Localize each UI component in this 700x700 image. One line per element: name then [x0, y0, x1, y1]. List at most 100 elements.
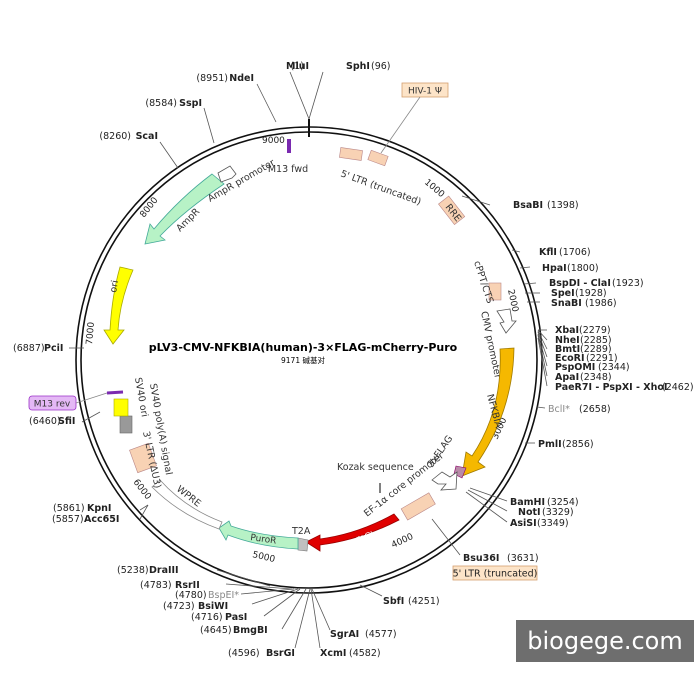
- m13-fwd-marker: [287, 139, 291, 153]
- site-nhei-pos: (2285): [580, 335, 612, 346]
- site-bmti-name: BmtI: [555, 344, 580, 355]
- site-bamhi-pos: (3254): [547, 497, 579, 508]
- tick-5000: 5000: [251, 550, 276, 565]
- site-kpni-name: KpnI: [87, 503, 111, 514]
- site-bcli-name: BclI*: [548, 404, 570, 415]
- nfkbia-arrow: [461, 347, 515, 477]
- sv40ori-box: [113, 398, 129, 417]
- site-mlui-name: MluI: [286, 61, 309, 72]
- ltr5-callout: [452, 565, 538, 581]
- site-hpai-name: HpaI: [542, 263, 567, 274]
- tick-7000: 7000: [85, 321, 97, 345]
- site-spei-name: SpeI: [551, 288, 575, 299]
- origin-leader: [308, 71, 324, 120]
- site-draiii-pos: (5238): [117, 565, 149, 576]
- hiv-psi-label: HIV-1 Ψ: [408, 87, 442, 97]
- sv40pa-box: [119, 415, 133, 434]
- site-asisi-pos: (3349): [537, 518, 569, 529]
- site-pasi-pos: (4716): [191, 612, 223, 623]
- site-xbai-name: XbaI: [555, 325, 579, 336]
- kozak-label: Kozak sequence: [337, 462, 414, 473]
- site-sfii-name: SfiI: [58, 416, 75, 427]
- site-mlui-pos: (1): [291, 61, 304, 72]
- site-noti-name: NotI: [518, 507, 541, 518]
- ori-arrow: [103, 266, 134, 345]
- puror-label: PuroR: [250, 533, 277, 547]
- site-acc65i-pos: (5857): [52, 514, 84, 525]
- cppt-label: cPPT/CTS: [471, 260, 495, 305]
- tick-6000: 6000: [131, 478, 153, 502]
- site-nhei-name: NheI: [555, 335, 580, 346]
- site-xcmi-name: XcmI: [320, 648, 346, 659]
- site-sgrai-name: SgrAI: [330, 629, 359, 640]
- site-kfli-pos: (1706): [559, 247, 591, 258]
- site-asisi-name: AsiSI: [510, 518, 537, 529]
- ltr3-box: [129, 442, 157, 474]
- site-pmli-name: PmlI: [538, 439, 562, 450]
- site-bsu36i-name: Bsu36I: [463, 553, 499, 564]
- ltr5-box-bottom: [400, 492, 436, 521]
- site-ecori-name: EcoRI: [555, 353, 585, 364]
- cmv-promoter-label: CMV promoter: [478, 310, 503, 379]
- site-xhoi-name: PaeR7I - PspXI - XhoI: [555, 382, 667, 393]
- t2a-marker: [297, 537, 309, 552]
- site-bsiwi-name: BsiWI: [198, 601, 228, 612]
- site-ndei-pos: (8951): [196, 73, 228, 84]
- m13-rev-leader: [75, 392, 108, 404]
- site-sspi-pos: (8584): [145, 98, 177, 109]
- site-bspdi-pos: (1923): [612, 278, 644, 289]
- site-pcii-name: PciI: [44, 343, 63, 354]
- site-sphi-name: SphI: [346, 61, 370, 72]
- watermark-banner: biogege.com: [516, 620, 694, 662]
- site-sbfi-pos: (4251): [408, 596, 440, 607]
- site-bamhi-name: BamHI: [510, 497, 545, 508]
- ampr-promoter-box: [217, 165, 237, 183]
- site-leaders: [69, 71, 548, 649]
- site-draiii-name: DraIII: [149, 565, 179, 576]
- site-bsabi-pos: (1398): [547, 200, 579, 211]
- site-scai-pos: (8260): [99, 131, 131, 142]
- site-rsrii-pos: (4783): [140, 580, 172, 591]
- t2a-label: T2A: [291, 526, 311, 537]
- puror-arrow: [218, 520, 299, 550]
- m13-fwd-label: M13 fwd: [268, 164, 308, 175]
- ampr-arrow: [144, 173, 225, 245]
- site-pmli-pos: (2856): [562, 439, 594, 450]
- site-noti-pos: (3329): [542, 507, 574, 518]
- site-sgrai-pos: (4577): [365, 629, 397, 640]
- site-apai-name: ApaI: [555, 372, 579, 383]
- m13-rev-marker: [106, 390, 124, 395]
- tick-8000: 8000: [138, 195, 160, 219]
- site-bspdi-name: BspDI - ClaI: [549, 278, 611, 289]
- ltr5-callout-label: 5' LTR (truncated): [453, 569, 538, 580]
- site-scai-name: ScaI: [136, 131, 158, 142]
- cmv-promoter-arrow: [496, 308, 517, 334]
- site-bsiwi-pos: (4723): [163, 601, 195, 612]
- site-kpni-pos: (5861): [53, 503, 85, 514]
- site-ndei-name: NdeI: [229, 73, 254, 84]
- site-bsabi-name: BsaBI: [513, 200, 543, 211]
- site-bmgbi-pos: (4645): [200, 625, 232, 636]
- site-rsrii-name: RsrII: [175, 580, 200, 591]
- m13-rev-label: M13 rev: [34, 400, 71, 410]
- site-bsrgi-name: BsrGI: [266, 648, 295, 659]
- map-subtitle: 9171 碱基对: [281, 355, 325, 365]
- site-ecori-pos: (2291): [586, 353, 618, 364]
- hiv-psi-leader: [380, 96, 421, 154]
- ef1a-promoter-arrow: [431, 471, 458, 491]
- site-pcii-pos: (6887): [13, 343, 45, 354]
- site-bsrgi-pos: (4596): [228, 648, 260, 659]
- site-kfli-name: KflI: [539, 247, 557, 258]
- site-snabi-pos: (1986): [585, 298, 617, 309]
- site-apai-pos: (2348): [580, 372, 612, 383]
- site-sphi-pos: (96): [371, 61, 391, 72]
- site-bspei-name: BspEI*: [208, 590, 239, 601]
- tick-2000: 2000: [505, 289, 520, 314]
- site-xbai-pos: (2279): [579, 325, 611, 336]
- site-snabi-name: SnaBI: [551, 298, 582, 309]
- tick-9000: 9000: [262, 136, 285, 146]
- site-spei-pos: (1928): [575, 288, 607, 299]
- site-sbfi-name: SbfI: [383, 596, 404, 607]
